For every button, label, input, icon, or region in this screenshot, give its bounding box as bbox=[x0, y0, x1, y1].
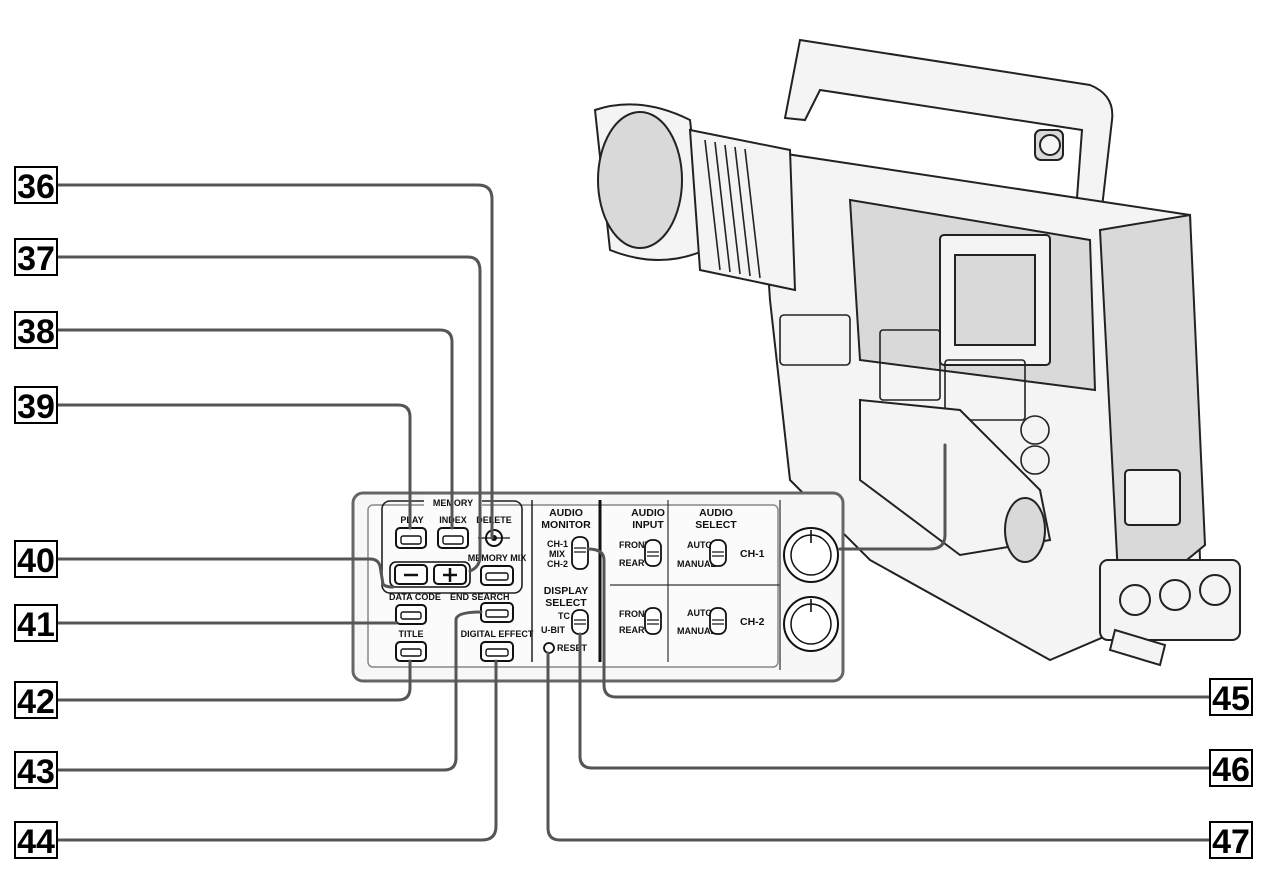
display-ubit-label: U-BIT bbox=[541, 625, 565, 635]
callout-40: 40 bbox=[14, 540, 58, 580]
reset-label: RESET bbox=[557, 643, 588, 653]
select-ch2-manual-label: MANUAL bbox=[677, 626, 716, 636]
reset-button[interactable] bbox=[543, 642, 555, 654]
minus-plus-frame bbox=[389, 561, 471, 588]
monitor-mix-label: MIX bbox=[549, 549, 565, 559]
title-button[interactable] bbox=[395, 641, 427, 662]
svg-text:45: 45 bbox=[1212, 680, 1250, 718]
delete-button[interactable] bbox=[478, 529, 510, 547]
audio-monitor-switch[interactable] bbox=[571, 536, 589, 570]
audio-select-label-line2: SELECT bbox=[695, 519, 737, 531]
ch2-label: CH-2 bbox=[740, 616, 765, 628]
input-ch1-rear-label: REAR bbox=[619, 558, 645, 568]
audio-input-ch1-switch[interactable] bbox=[644, 539, 662, 567]
callout-36: 36 bbox=[14, 166, 58, 206]
audio-input-label-line1: AUDIO bbox=[631, 507, 665, 519]
callout-47: 47 bbox=[1209, 821, 1253, 861]
display-select-label-line1: DISPLAY bbox=[544, 585, 589, 597]
digital-effect-label: DIGITAL EFFECT bbox=[461, 629, 534, 639]
ch1-level-knob[interactable] bbox=[783, 527, 839, 583]
display-select-switch[interactable] bbox=[571, 609, 589, 635]
memory-mix-label: MEMORY MIX bbox=[468, 553, 527, 563]
monitor-ch1-label: CH-1 bbox=[547, 539, 568, 549]
select-ch2-auto-label: AUTO bbox=[687, 608, 712, 618]
svg-text:38: 38 bbox=[17, 313, 55, 351]
display-tc-label: TC bbox=[558, 611, 570, 621]
index-button[interactable] bbox=[437, 527, 469, 549]
title-label: TITLE bbox=[399, 629, 424, 639]
leader-lines bbox=[55, 183, 1212, 842]
callout-39: 39 bbox=[14, 386, 58, 426]
svg-text:42: 42 bbox=[17, 683, 55, 721]
play-button[interactable] bbox=[395, 527, 427, 549]
callout-45: 45 bbox=[1209, 678, 1253, 718]
svg-text:44: 44 bbox=[17, 823, 55, 861]
audio-select-label-line1: AUDIO bbox=[699, 507, 733, 519]
play-label: PLAY bbox=[400, 515, 423, 525]
display-select-label-line2: SELECT bbox=[545, 597, 587, 609]
audio-monitor-label-line2: MONITOR bbox=[541, 519, 591, 531]
ch2-level-knob[interactable] bbox=[783, 596, 839, 652]
panel-to-camera-leader bbox=[838, 443, 947, 551]
input-ch2-rear-label: REAR bbox=[619, 625, 645, 635]
memory-mix-button[interactable] bbox=[480, 565, 514, 586]
svg-text:36: 36 bbox=[17, 168, 55, 206]
audio-select-ch2-switch[interactable] bbox=[709, 607, 727, 635]
callout-38: 38 bbox=[14, 311, 58, 351]
data-code-label: DATA CODE bbox=[389, 592, 441, 602]
minus-button[interactable] bbox=[394, 564, 428, 585]
svg-text:37: 37 bbox=[17, 240, 55, 278]
digital-effect-button[interactable] bbox=[480, 641, 514, 662]
audio-input-label-line2: INPUT bbox=[632, 519, 664, 531]
svg-text:43: 43 bbox=[17, 753, 55, 791]
callout-37: 37 bbox=[14, 238, 58, 278]
svg-text:39: 39 bbox=[17, 388, 55, 426]
callout-42: 42 bbox=[14, 681, 58, 721]
audio-select-ch1-switch[interactable] bbox=[709, 539, 727, 567]
svg-text:41: 41 bbox=[17, 606, 55, 644]
delete-label: DELETE bbox=[476, 515, 512, 525]
svg-text:47: 47 bbox=[1212, 823, 1250, 861]
monitor-ch2-label: CH-2 bbox=[547, 559, 568, 569]
callout-41: 41 bbox=[14, 604, 58, 644]
select-ch1-auto-label: AUTO bbox=[687, 540, 712, 550]
svg-text:40: 40 bbox=[17, 542, 55, 580]
select-ch1-manual-label: MANUAL bbox=[677, 559, 716, 569]
data-code-button[interactable] bbox=[395, 604, 427, 625]
svg-text:46: 46 bbox=[1212, 751, 1250, 789]
audio-input-ch2-switch[interactable] bbox=[644, 607, 662, 635]
ch1-label: CH-1 bbox=[740, 548, 765, 560]
input-ch2-front-label: FRONT bbox=[619, 609, 650, 619]
end-search-label: END SEARCH bbox=[450, 592, 510, 602]
end-search-button[interactable] bbox=[480, 602, 514, 623]
callout-43: 43 bbox=[14, 751, 58, 791]
input-ch1-front-label: FRONT bbox=[619, 540, 650, 550]
audio-monitor-label-line1: AUDIO bbox=[549, 507, 583, 519]
camera-illustration bbox=[593, 38, 1241, 667]
callout-46: 46 bbox=[1209, 749, 1253, 789]
callout-44: 44 bbox=[14, 821, 58, 861]
plus-button[interactable] bbox=[433, 564, 467, 585]
control-panel: MEMORY PLAY INDEX DELETE bbox=[351, 491, 845, 683]
